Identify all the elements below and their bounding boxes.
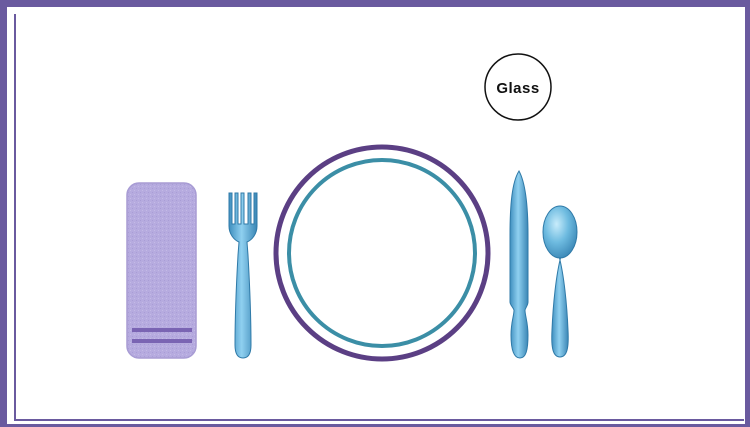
knife-icon — [510, 171, 528, 358]
napkin-stripe-top — [132, 328, 192, 332]
napkin-stripe-bottom — [132, 339, 192, 343]
napkin — [127, 183, 196, 358]
glass-marker: Glass — [485, 54, 551, 120]
spoon-icon — [543, 206, 577, 357]
glass-label: Glass — [496, 80, 539, 97]
fork-icon — [229, 193, 257, 358]
plate — [276, 147, 488, 359]
